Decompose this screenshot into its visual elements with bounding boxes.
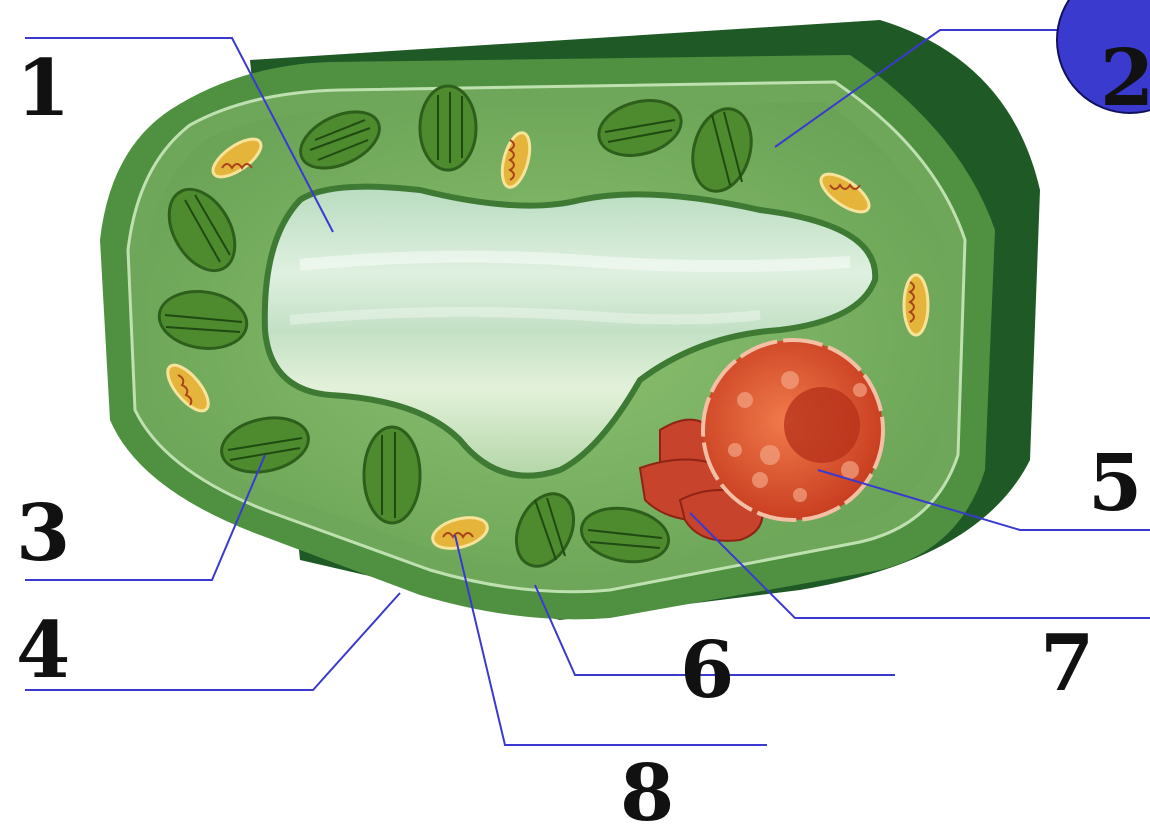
label-8: 8	[620, 755, 674, 833]
label-1: 1	[16, 50, 70, 128]
label-5: 5	[1088, 445, 1142, 523]
leader-line-4	[25, 593, 400, 690]
label-2: 2	[1100, 40, 1150, 118]
label-7: 7	[1040, 625, 1094, 703]
label-3: 3	[16, 495, 70, 573]
label-4: 4	[16, 612, 70, 690]
nucleus	[703, 340, 883, 520]
label-6: 6	[680, 632, 734, 710]
